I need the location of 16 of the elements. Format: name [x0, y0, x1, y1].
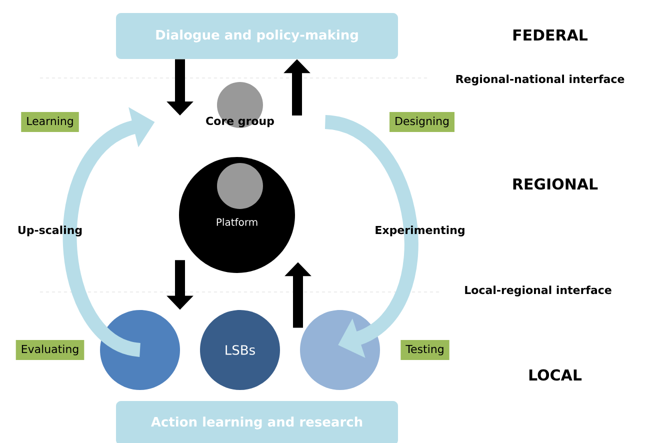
- interface-label: Local-regional interface: [465, 286, 612, 296]
- level-label: LOCAL: [529, 369, 582, 381]
- interface-label: Regional-national interface: [456, 74, 624, 86]
- level-box: Dialogue and policy-making: [116, 13, 398, 59]
- stage-tag: Testing: [400, 340, 450, 360]
- level-label: FEDERAL: [513, 30, 588, 40]
- circle: [300, 310, 380, 390]
- circle: [100, 310, 180, 390]
- stage-tag: Learning: [21, 112, 79, 132]
- process-label: Experimenting: [376, 226, 464, 236]
- stage-tag: Designing: [390, 112, 454, 132]
- process-label: Up-scaling: [18, 226, 82, 236]
- level-label: REGIONAL: [513, 178, 598, 190]
- stage-tag: Evaluating: [16, 340, 84, 360]
- curved-arrow: [324, 115, 418, 358]
- level-box: Action learning and research: [116, 400, 398, 443]
